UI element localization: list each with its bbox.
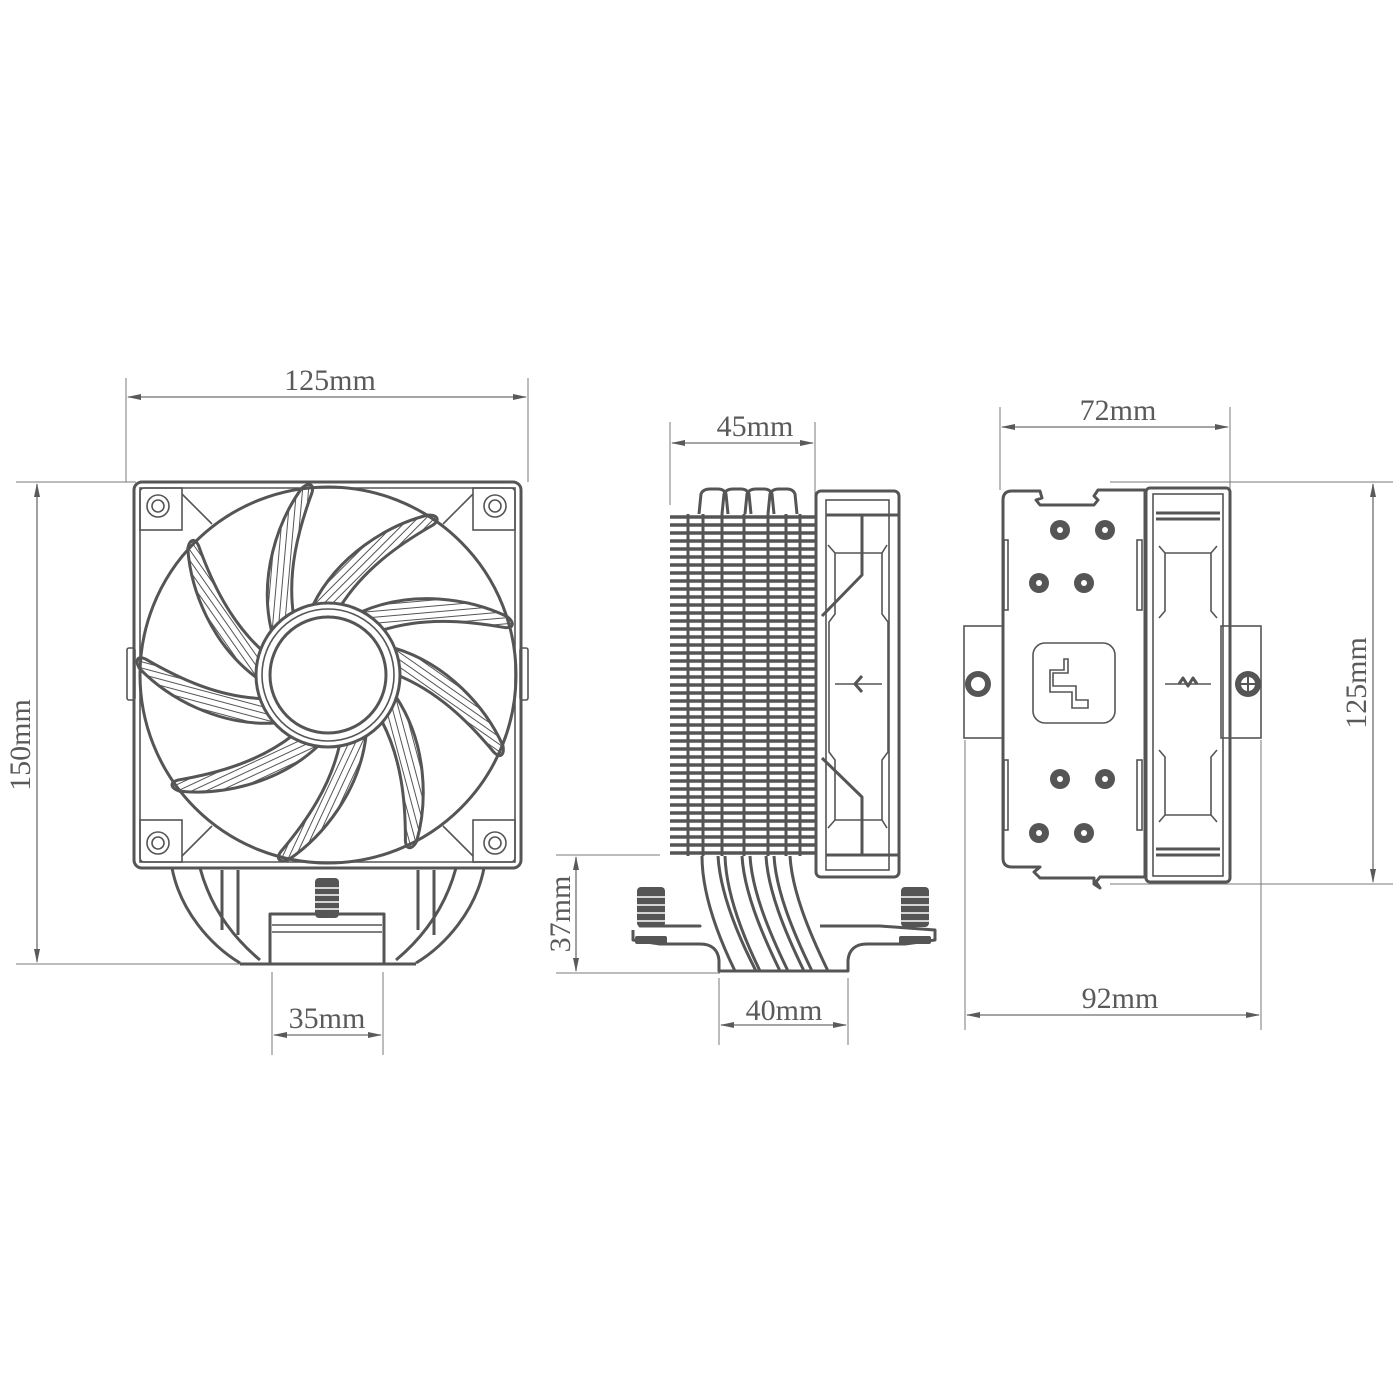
side-heatpipes	[700, 855, 830, 972]
dim-side-base: 40mm	[718, 978, 849, 1045]
top-heatsink-plate	[1001, 488, 1147, 890]
screw-icon	[965, 671, 1261, 697]
front-fan	[126, 480, 529, 870]
top-view: 72mm 125mm 92mm	[963, 394, 1393, 1030]
label-top-depth: 72mm	[1080, 394, 1157, 427]
label-top-height: 125mm	[1340, 637, 1373, 729]
top-mounting-bar	[963, 625, 1262, 739]
label-front-base: 35mm	[289, 1002, 366, 1035]
heatpipe-caps	[697, 487, 799, 515]
fan-blades	[133, 480, 516, 865]
label-front-height: 150mm	[4, 699, 37, 791]
label-top-mount-span: 92mm	[1082, 982, 1159, 1015]
label-side-fin-depth: 45mm	[717, 410, 794, 443]
label-front-width: 125mm	[284, 364, 376, 397]
label-side-base: 40mm	[746, 994, 823, 1027]
dim-top-mount-span: 92mm	[964, 740, 1262, 1030]
dim-top-height: 125mm	[1110, 481, 1393, 885]
rivet-icon	[1029, 520, 1115, 843]
front-view: 125mm 150mm 35mm	[4, 364, 529, 1055]
label-side-clearance: 37mm	[544, 876, 577, 953]
deepcool-logo-icon	[1032, 642, 1116, 724]
dim-front-width: 125mm	[125, 364, 529, 482]
dim-side-fin-depth: 45mm	[669, 410, 816, 505]
side-view: 45mm 37mm 40mm	[544, 410, 937, 1045]
dim-top-depth: 72mm	[999, 394, 1231, 490]
front-base	[170, 867, 486, 966]
side-base	[631, 887, 937, 973]
dim-side-clearance: 37mm	[544, 854, 720, 974]
side-fan	[814, 489, 901, 879]
screw-icon	[146, 494, 507, 855]
top-fan	[1144, 486, 1232, 884]
dim-front-height: 150mm	[4, 481, 240, 965]
dim-front-base: 35mm	[271, 972, 384, 1055]
